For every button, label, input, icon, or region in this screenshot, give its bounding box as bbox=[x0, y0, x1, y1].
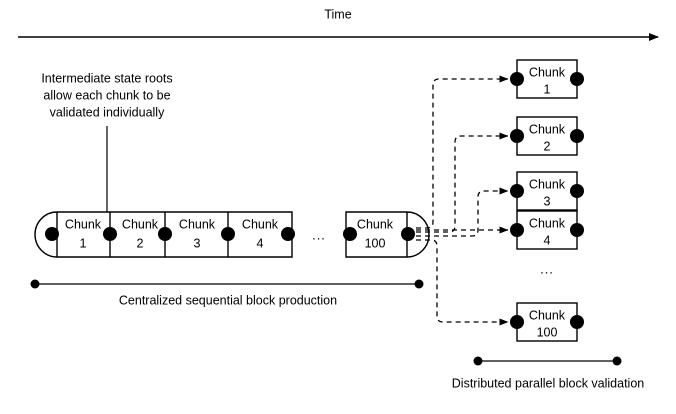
time-axis: Time bbox=[18, 7, 659, 41]
validation-chunk-3-dot-right bbox=[570, 184, 584, 198]
state-root-dot-0 bbox=[45, 227, 59, 241]
validation-column: Chunk 1 Chunk 2 Chunk 3 Chunk 4 ... bbox=[510, 59, 584, 342]
validation-chunk-3-dot-left bbox=[510, 184, 524, 198]
sequential-chunk-3-title: Chunk bbox=[179, 217, 216, 231]
sequential-measure-dot-right bbox=[414, 279, 424, 289]
validation-chunk-1-number: 1 bbox=[544, 82, 551, 96]
validation-caption: Distributed parallel block validation bbox=[452, 376, 645, 390]
sequential-chain-ellipsis: ... bbox=[312, 227, 326, 242]
annotation-line-3: validated individually bbox=[50, 105, 165, 119]
final-chunk-dot-right bbox=[401, 227, 415, 241]
validation-chunk-2-title: Chunk bbox=[529, 122, 566, 136]
sequential-chain: Chunk 1 Chunk 2 Chunk 3 Chunk 4 ... bbox=[34, 211, 326, 258]
annotation-line-1: Intermediate state roots bbox=[41, 71, 172, 85]
sequential-chunk-4-title: Chunk bbox=[242, 217, 279, 231]
validation-chunk-1-dot-right bbox=[570, 72, 584, 86]
sequential-caption: Centralized sequential block production bbox=[119, 293, 337, 307]
validation-chunk-100-dot-left bbox=[510, 315, 524, 329]
validation-chunk-2-dot-right bbox=[570, 129, 584, 143]
validation-chunk-4-number: 4 bbox=[544, 233, 551, 247]
validation-chunk-3-number: 3 bbox=[544, 194, 551, 208]
final-chunk-100: Chunk 100 bbox=[343, 211, 430, 258]
validation-chunk-3-title: Chunk bbox=[529, 177, 566, 191]
validation-chunk-1-title: Chunk bbox=[529, 65, 566, 79]
validation-chunk-4-title: Chunk bbox=[529, 216, 566, 230]
validation-column-ellipsis: ... bbox=[540, 261, 554, 276]
validation-chunk-2-number: 2 bbox=[544, 139, 551, 153]
final-chunk-title: Chunk bbox=[357, 217, 394, 231]
final-chunk-dot-left bbox=[343, 227, 357, 241]
sequential-chunk-4-number: 4 bbox=[257, 236, 264, 250]
state-root-dot-2 bbox=[158, 227, 172, 241]
state-root-dot-1 bbox=[103, 227, 117, 241]
validation-chunk-100-title: Chunk bbox=[529, 308, 566, 322]
validation-chunk-2-dot-left bbox=[510, 129, 524, 143]
validation-caption-group: Distributed parallel block validation bbox=[452, 356, 645, 390]
connector-to-chunk-2 bbox=[416, 132, 509, 233]
sequential-measure-dot-left bbox=[30, 279, 40, 289]
validation-chunk-2-box bbox=[516, 116, 578, 156]
sequential-chunk-3-number: 3 bbox=[194, 236, 201, 250]
sequential-caption-group: Centralized sequential block production bbox=[30, 279, 424, 307]
validation-chunk-4-dot-right bbox=[570, 223, 584, 237]
connector-to-chunk-3 bbox=[416, 187, 509, 237]
validation-chunk-4-dot-left bbox=[510, 223, 524, 237]
validation-chunk-1-dot-left bbox=[510, 72, 524, 86]
connector-group bbox=[416, 75, 509, 326]
time-axis-label: Time bbox=[324, 7, 351, 21]
final-chunk-number: 100 bbox=[365, 236, 386, 250]
validation-measure-dot-right bbox=[612, 356, 622, 366]
sequential-chunk-1-title: Chunk bbox=[65, 217, 102, 231]
validation-measure-dot-left bbox=[473, 356, 483, 366]
state-root-dot-4 bbox=[281, 227, 295, 241]
validation-chunk-100-dot-right bbox=[570, 315, 584, 329]
state-root-dot-3 bbox=[221, 227, 235, 241]
validation-chunk-100-number: 100 bbox=[537, 325, 558, 339]
sequential-chunk-2-number: 2 bbox=[137, 236, 144, 250]
sequential-chunk-2-title: Chunk bbox=[122, 217, 159, 231]
connector-to-chunk-100 bbox=[416, 239, 509, 326]
validation-chunk-4-box bbox=[516, 210, 578, 250]
sequential-chunk-1-number: 1 bbox=[80, 236, 87, 250]
connector-to-chunk-1 bbox=[416, 75, 509, 229]
annotation-note: Intermediate state roots allow each chun… bbox=[41, 71, 173, 233]
annotation-line-2: allow each chunk to be bbox=[43, 88, 170, 102]
